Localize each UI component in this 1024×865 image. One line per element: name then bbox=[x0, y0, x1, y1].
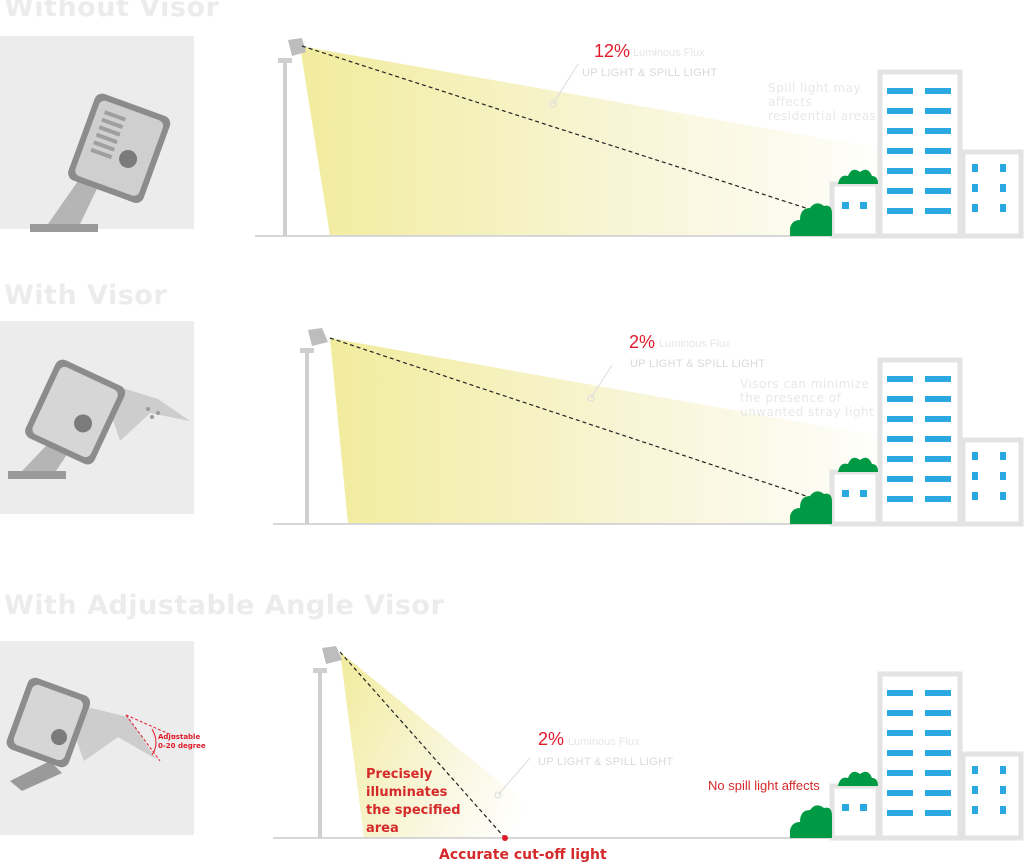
light-beam-wide bbox=[300, 46, 878, 236]
scene-without-visor bbox=[255, 38, 1024, 239]
percent-label: 2% bbox=[538, 729, 565, 749]
floodlight-adjustable-icon: Adjustable 0-20 degree bbox=[6, 677, 206, 791]
note-line: the specified bbox=[366, 803, 461, 818]
precise-area-note: Precisely illuminates the specified area bbox=[366, 766, 461, 838]
spill-note: Spill light may affects residential area… bbox=[768, 81, 876, 123]
note-line: affects bbox=[768, 95, 813, 109]
cutoff-label: Accurate cut-off light bbox=[439, 847, 607, 863]
light-beam-wide bbox=[330, 338, 878, 524]
callout-leader bbox=[552, 63, 579, 105]
lamp-pole bbox=[318, 670, 322, 838]
spill-label: UP LIGHT & SPILL LIGHT bbox=[582, 67, 718, 79]
no-spill-note: No spill light affects bbox=[708, 778, 820, 793]
floodlight-no-visor-icon bbox=[30, 93, 171, 232]
scene-with-adjustable-visor bbox=[273, 646, 1024, 841]
note-line: Spill light may bbox=[768, 81, 862, 95]
bush-ground bbox=[790, 491, 832, 524]
note-line: illuminates bbox=[366, 785, 448, 800]
floodlight-icon bbox=[300, 328, 328, 353]
floodlight-visor-icon bbox=[8, 359, 190, 479]
building-small bbox=[829, 783, 881, 841]
section-title-adjustable-visor: With Adjustable Angle Visor bbox=[4, 590, 445, 621]
cutoff-point bbox=[502, 835, 508, 841]
callout-dot bbox=[587, 394, 595, 402]
building-tall bbox=[877, 357, 963, 527]
building-tall bbox=[877, 671, 963, 841]
building-right bbox=[960, 751, 1024, 841]
visor-note: Visors can minimize the presence of unwa… bbox=[740, 377, 874, 419]
callout-leader bbox=[590, 364, 613, 399]
note-line: residential areas bbox=[768, 109, 877, 123]
bush-top bbox=[838, 169, 878, 184]
section-title-without-visor: Without Visor bbox=[4, 0, 220, 23]
bush-ground bbox=[790, 203, 832, 236]
spill-label: UP LIGHT & SPILL LIGHT bbox=[538, 756, 674, 768]
floodlight-thumbnail-adjustable: Adjustable 0-20 degree bbox=[0, 641, 206, 835]
floodlight-icon bbox=[278, 38, 306, 63]
spill-label: UP LIGHT & SPILL LIGHT bbox=[630, 358, 766, 370]
note-line: Precisely bbox=[366, 767, 433, 782]
note-line: the presence of bbox=[740, 391, 842, 405]
flux-label: Luminous Flux bbox=[659, 338, 731, 350]
section-title-with-visor: With Visor bbox=[4, 280, 168, 311]
bush-top bbox=[838, 457, 878, 472]
floodlight-icon bbox=[313, 646, 342, 673]
callout-dot bbox=[549, 100, 557, 108]
bush-ground bbox=[790, 805, 832, 838]
building-tall bbox=[877, 69, 963, 239]
note-line: area bbox=[366, 821, 399, 836]
note-line: unwanted stray light bbox=[740, 405, 875, 419]
light-beam-narrow bbox=[340, 652, 568, 838]
cutoff-dashed-line bbox=[301, 45, 813, 211]
building-small bbox=[829, 469, 881, 527]
percent-label: 12% bbox=[594, 41, 631, 61]
callout-leader bbox=[497, 757, 531, 796]
building-small bbox=[829, 181, 881, 239]
building-right bbox=[960, 437, 1024, 527]
floodlight-thumbnail-no-visor bbox=[0, 36, 194, 232]
floodlight-thumbnail-visor bbox=[0, 321, 194, 514]
lamp-pole bbox=[305, 350, 309, 524]
adjust-label: Adjustable bbox=[158, 733, 200, 741]
callout-dot bbox=[494, 791, 502, 799]
building-right bbox=[960, 149, 1024, 239]
percent-label: 2% bbox=[629, 332, 656, 352]
adjust-range: 0-20 degree bbox=[158, 742, 206, 750]
lamp-pole bbox=[283, 60, 287, 236]
scene-with-visor bbox=[273, 328, 1024, 527]
flux-label: Luminous Flux bbox=[633, 47, 705, 59]
bush-top bbox=[838, 771, 878, 786]
flux-label: Luminous Flux bbox=[568, 736, 640, 748]
cutoff-dashed-line bbox=[329, 337, 813, 499]
note-line: Visors can minimize bbox=[740, 377, 870, 391]
